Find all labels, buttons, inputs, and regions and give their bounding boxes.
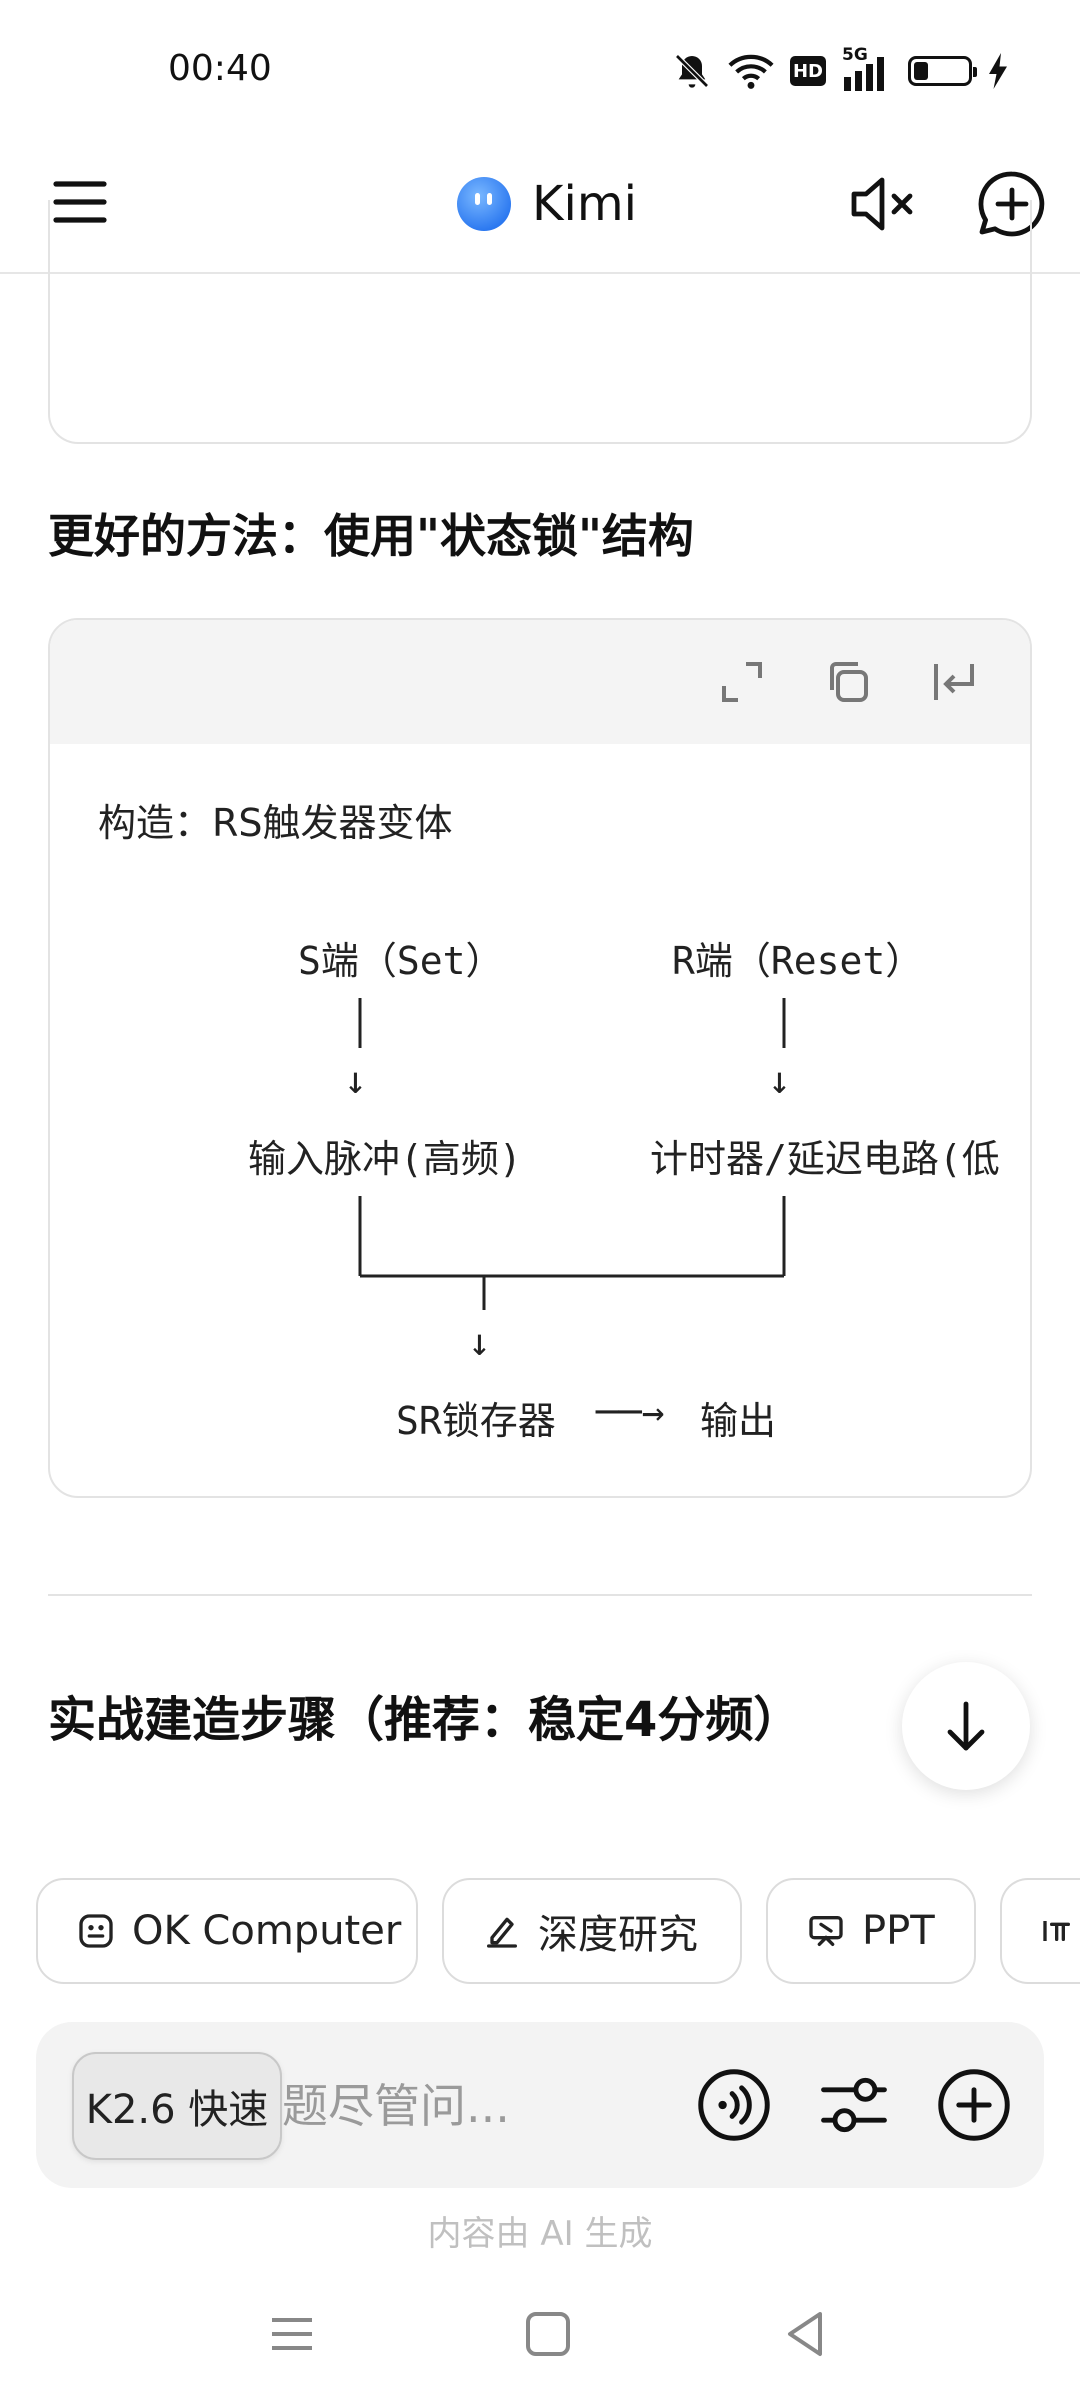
code-right-arrow: ──→ — [596, 1390, 665, 1434]
recent-apps-icon[interactable] — [262, 2304, 322, 2364]
code-sr-latch: SR锁存器 — [396, 1399, 556, 1443]
code-r-label: R端（Reset） — [672, 939, 924, 983]
chip-ppt[interactable]: PPT — [766, 1878, 976, 1984]
code-arrow-r: ↓ — [768, 1058, 791, 1102]
chat-input-bar: K2.6 快速 — [36, 2022, 1044, 2188]
ai-disclaimer: 内容由 AI 生成 — [427, 2214, 653, 2254]
section-divider — [48, 1594, 1032, 1596]
code-toolbar — [50, 620, 1030, 744]
app-header: Kimi — [0, 140, 1080, 274]
wrap-icon[interactable] — [928, 656, 980, 708]
computer-icon — [79, 1914, 113, 1948]
chip-label: OK Computer — [132, 1908, 402, 1954]
chip-label: PPT — [862, 1908, 935, 1954]
settings-sliders-icon[interactable] — [816, 2067, 892, 2143]
code-line-construct: 构造：RS触发器变体 — [98, 801, 453, 845]
signal-5g-icon: 5G — [842, 45, 892, 93]
status-bar: 00:40 HD 5G — [0, 0, 1080, 140]
code-arrow-merge: ↓ — [468, 1320, 491, 1364]
chip-ok-computer[interactable]: OK Computer — [36, 1878, 418, 1984]
kimi-logo-icon — [457, 177, 511, 231]
status-icons: HD 5G — [672, 45, 1008, 94]
app-title: Kimi — [532, 176, 637, 232]
code-output: 输出 — [700, 1399, 777, 1443]
model-selector[interactable]: K2.6 快速 — [72, 2052, 282, 2160]
code-input-pulse: 输入脉冲(高频) — [248, 1137, 522, 1181]
chat-input[interactable] — [236, 2066, 576, 2146]
voice-icon[interactable] — [696, 2067, 772, 2143]
bell-off-icon — [675, 54, 709, 88]
expand-icon[interactable] — [716, 656, 768, 708]
section-heading: 更好的方法：使用"状态锁"结构 — [48, 509, 694, 563]
code-arrow-s: ↓ — [344, 1058, 367, 1102]
home-icon[interactable] — [518, 2304, 578, 2364]
arrow-down-icon — [947, 1701, 985, 1751]
code-block: 构造：RS触发器变体 S端（Set） R端（Reset） ↓ ↓ 输入脉冲(高频… — [48, 618, 1032, 1498]
chip-deep-research[interactable]: 深度研究 — [442, 1878, 742, 1984]
section-heading-steps: 实战建造步骤（推荐：稳定4分频） — [48, 1692, 802, 1748]
copy-icon[interactable] — [822, 656, 874, 708]
previous-code-block — [48, 200, 1032, 444]
code-diagram-lines — [358, 998, 786, 1310]
5g-label: 5G — [842, 45, 868, 65]
status-time: 00:40 — [168, 48, 272, 89]
hd-icon: HD — [790, 56, 826, 86]
code-content: 构造：RS触发器变体 S端（Set） R端（Reset） ↓ ↓ 输入脉冲(高频… — [50, 744, 1030, 1496]
charging-icon — [989, 53, 1007, 89]
code-timer: 计时器/延迟电路(低 — [650, 1137, 1000, 1181]
app-logo: Kimi — [456, 168, 637, 240]
back-icon[interactable] — [776, 2304, 836, 2364]
code-s-label: S端（Set） — [298, 939, 504, 983]
add-icon[interactable] — [936, 2067, 1012, 2143]
mute-icon[interactable] — [846, 168, 918, 240]
pi-icon — [1043, 1921, 1070, 1941]
chip-more[interactable] — [1000, 1878, 1080, 1984]
scroll-to-bottom-button[interactable] — [902, 1662, 1030, 1790]
wifi-icon — [728, 54, 774, 89]
battery-icon — [908, 56, 977, 86]
chip-label: 深度研究 — [538, 1912, 698, 1958]
ppt-icon — [809, 1916, 843, 1946]
research-icon — [487, 1917, 517, 1948]
